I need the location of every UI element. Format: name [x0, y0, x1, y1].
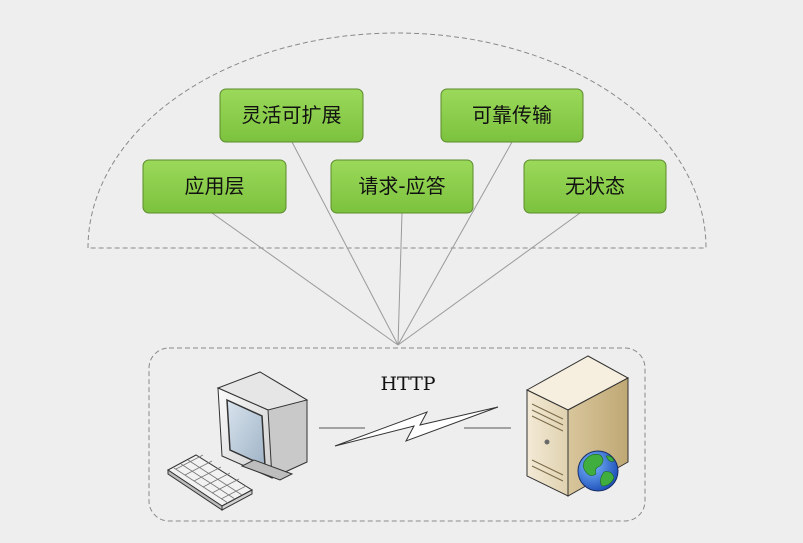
- client-computer: [167, 371, 309, 511]
- node-label: 应用层: [185, 174, 245, 198]
- node-flexible-extensible: 灵活可扩展: [219, 88, 364, 143]
- http-link: [319, 406, 511, 447]
- features-dome-outline: [87, 32, 707, 249]
- keyboard-icon: [167, 454, 253, 511]
- connector-request: [397, 212, 403, 346]
- node-request-response: 请求-应答: [330, 159, 474, 214]
- connector-lines: [211, 141, 581, 346]
- desktop-computer-icon: [216, 371, 309, 481]
- client-server-container: [148, 347, 646, 522]
- node-label: 灵活可扩展: [242, 103, 342, 127]
- http-label: HTTP: [380, 373, 435, 395]
- connector-stateless: [397, 212, 581, 346]
- node-application-layer: 应用层: [142, 159, 287, 214]
- node-label: 无状态: [565, 174, 625, 198]
- web-server: [525, 355, 630, 497]
- connector-application: [211, 212, 399, 346]
- lightning-bolt-icon: [334, 406, 499, 447]
- connector-reliable: [397, 141, 513, 346]
- node-label: 可靠传输: [472, 103, 552, 127]
- node-label: 请求-应答: [358, 174, 445, 198]
- node-reliable-transport: 可靠传输: [440, 88, 584, 143]
- node-stateless: 无状态: [523, 159, 667, 214]
- connector-flexible: [291, 141, 399, 346]
- globe-icon: [577, 450, 619, 492]
